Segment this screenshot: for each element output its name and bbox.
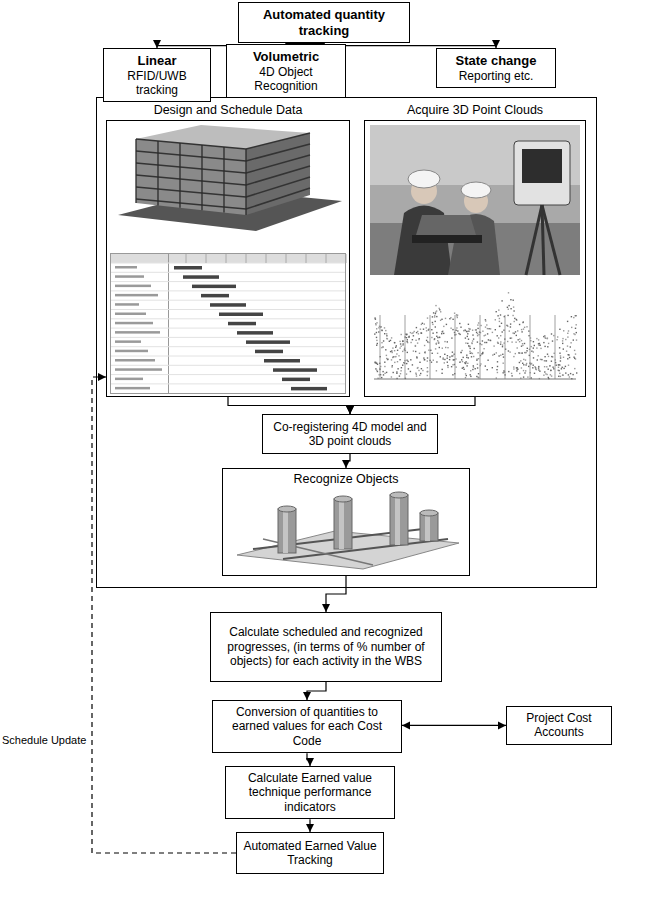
process-box: Conversion of quantities to earned value… — [212, 700, 402, 753]
flow-arrow — [346, 397, 475, 414]
box-heading: Linear — [137, 53, 176, 69]
process-box: Automated quantity tracking — [238, 2, 410, 43]
flow-arrow — [228, 397, 354, 414]
box-text: Project Cost Accounts — [513, 711, 605, 740]
process-box: Project Cost Accounts — [506, 706, 612, 745]
process-box: Calculate scheduled and recognized progr… — [210, 612, 442, 682]
box-text: Recognize Objects — [223, 472, 469, 487]
box-text: Automated Earned Value Tracking — [243, 839, 377, 868]
box-heading: State change — [456, 53, 537, 69]
flow-arrow — [306, 753, 314, 766]
process-box: Co-registering 4D model and 3D point clo… — [262, 414, 438, 454]
flow-arrow — [322, 576, 346, 612]
box-text: Conversion of quantities to earned value… — [219, 705, 395, 748]
image-panel: Acquire 3D Point Clouds — [364, 103, 586, 397]
box-text: Acquire 3D Point Clouds — [364, 103, 586, 118]
box-text: RFID/UWB tracking — [110, 69, 204, 98]
process-box: Volumetric4D Object Recognition — [226, 44, 346, 98]
box-text: Design and Schedule Data — [106, 103, 350, 118]
box-text: 4D Object Recognition — [233, 65, 339, 94]
box-heading: Volumetric — [253, 49, 319, 65]
flow-arrow — [303, 682, 326, 700]
flow-arrow — [402, 721, 506, 729]
illustration — [106, 103, 350, 397]
process-box: Automated Earned Value Tracking — [236, 832, 384, 874]
box-text: Calculate scheduled and recognized progr… — [217, 625, 435, 668]
illustration — [364, 103, 586, 397]
box-text: Co-registering 4D model and 3D point clo… — [269, 420, 431, 449]
flow-arrow — [306, 819, 314, 832]
image-panel: Design and Schedule Data — [106, 103, 350, 397]
box-text: Reporting etc. — [459, 69, 534, 83]
box-text: Calculate Earned value technique perform… — [232, 771, 388, 814]
process-box: LinearRFID/UWB tracking — [103, 48, 211, 102]
process-box: State changeReporting etc. — [436, 48, 556, 88]
process-frame — [97, 98, 597, 588]
box-text: Automated quantity tracking — [245, 7, 403, 38]
process-box: Calculate Earned value technique perform… — [225, 766, 395, 819]
image-box: Recognize Objects — [222, 468, 470, 576]
flow-arrow — [342, 454, 350, 468]
edge-label: Schedule Update — [2, 734, 88, 747]
